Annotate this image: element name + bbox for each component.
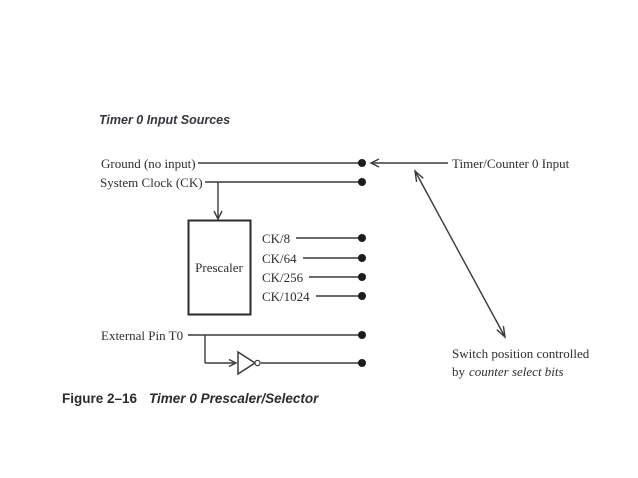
contact-dot-ck256 — [358, 273, 366, 281]
inverter-bubble-icon — [254, 359, 261, 367]
switch-arrow-bottom-head-icon — [496, 325, 506, 339]
switch-note-italic: counter select bits — [469, 364, 564, 379]
switch-note-line2: by counter select bits — [452, 363, 589, 381]
inverter-arrowhead-icon — [228, 358, 238, 368]
contact-dot-ck8 — [358, 234, 366, 242]
ck64-label: CK/64 — [262, 251, 297, 266]
contact-dot-ck64 — [358, 254, 366, 262]
external-pin-label: External Pin T0 — [101, 328, 184, 343]
system-clock-label: System Clock (CK) — [100, 175, 203, 190]
ck8-label: CK/8 — [262, 231, 291, 246]
figure-caption: Figure 2–16 Timer 0 Prescaler/Selector — [62, 391, 318, 406]
contact-dots — [358, 159, 366, 367]
contact-dot-external — [358, 331, 366, 339]
caption-number: Figure 2–16 — [62, 391, 138, 406]
ground-label: Ground (no input) — [101, 156, 196, 171]
switch-note-prefix: by — [452, 364, 465, 379]
contact-dot-ground — [358, 159, 366, 167]
inverter-triangle-icon — [237, 350, 257, 376]
switch-position-arrow — [414, 170, 506, 338]
contact-dot-external-inverted — [358, 359, 366, 367]
switch-note-line1: Switch position controlled — [452, 346, 590, 361]
contact-dot-system-clock — [358, 178, 366, 186]
switch-arrow-top-head-icon — [414, 169, 424, 183]
prescaler-box — [187, 219, 252, 316]
ck1024-label: CK/1024 — [262, 289, 310, 304]
prescaler-arrowhead-icon — [213, 210, 223, 221]
prescaler-label: Prescaler — [195, 259, 243, 275]
figure-title: Timer 0 Input Sources — [99, 113, 231, 127]
contact-dot-ck1024 — [358, 292, 366, 300]
wiper-arrowhead-icon — [369, 158, 380, 168]
switch-position-note: Switch position controlled by counter sel… — [452, 345, 589, 381]
timer-counter-input-label: Timer/Counter 0 Input — [452, 156, 570, 171]
caption-title: Timer 0 Prescaler/Selector — [149, 391, 319, 406]
ck256-label: CK/256 — [262, 270, 304, 285]
